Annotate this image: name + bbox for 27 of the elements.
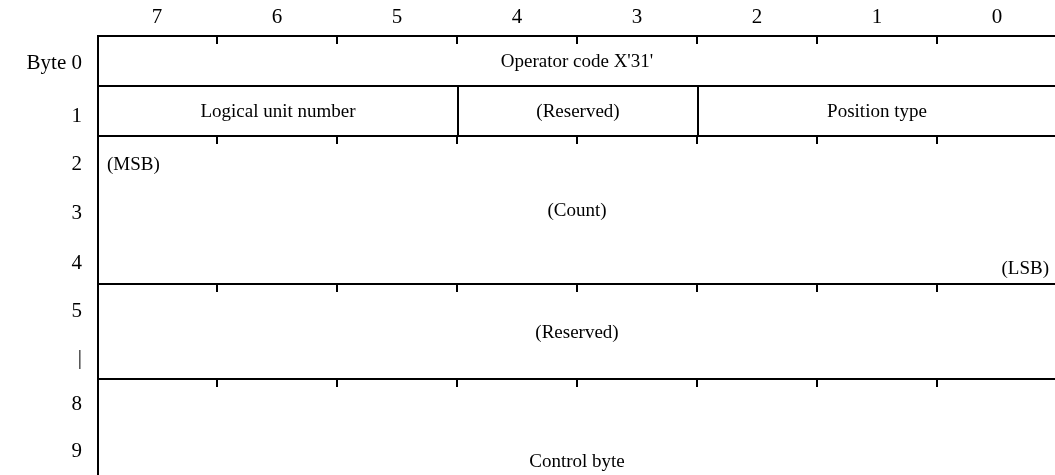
field-label: (Count) xyxy=(547,199,607,221)
byte-number: 5 xyxy=(71,298,82,322)
field-label: Control byte xyxy=(529,450,625,472)
bit-number: 0 xyxy=(991,4,1003,28)
field-label: (LSB) xyxy=(1001,257,1049,279)
field-label: (Reserved) xyxy=(535,320,619,343)
byte-number: 3 xyxy=(71,200,82,224)
bit-number: 2 xyxy=(751,4,763,28)
bit-number: 6 xyxy=(271,4,283,28)
bit-number: 3 xyxy=(631,4,643,28)
byte-number: 8 xyxy=(71,391,82,415)
field-label: Logical unit number xyxy=(200,100,356,122)
byte-number: 4 xyxy=(71,250,82,274)
bit-number: 5 xyxy=(391,4,403,28)
field-label: Operator code X'31' xyxy=(500,50,654,72)
byte-number: | xyxy=(77,345,82,369)
byte-number: 1 xyxy=(71,103,82,127)
bit-number: 4 xyxy=(511,4,523,28)
byte-number: Byte 0 xyxy=(26,50,82,74)
bit-number: 7 xyxy=(151,4,163,28)
byte-number: 2 xyxy=(71,151,82,175)
field-box xyxy=(97,35,1055,87)
field-label: (Reserved) xyxy=(536,100,620,122)
field-label: (MSB) xyxy=(107,153,160,175)
bit-number: 1 xyxy=(871,4,883,28)
field-label: Position type xyxy=(827,100,927,122)
byte-number: 9 xyxy=(71,438,82,462)
